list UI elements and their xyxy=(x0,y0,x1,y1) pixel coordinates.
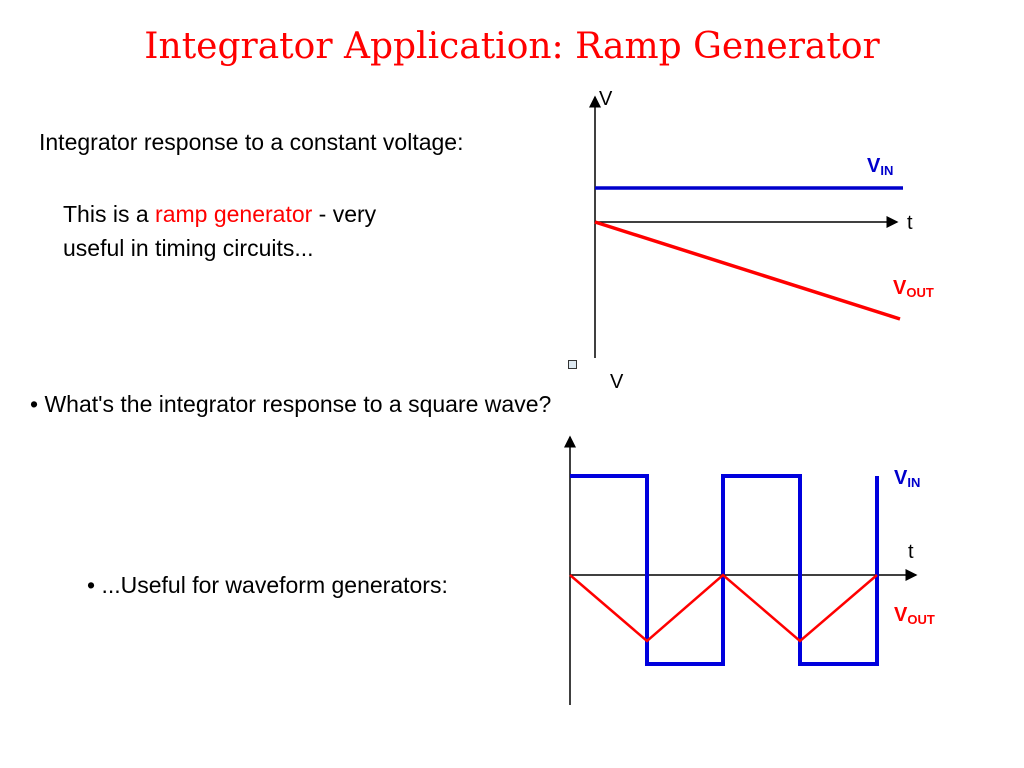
waveform-generators-bullet: • ...Useful for waveform generators: xyxy=(87,572,448,598)
graph2-vout-triangle-wave xyxy=(569,573,878,643)
constant-voltage-text: Integrator response to a constant voltag… xyxy=(39,129,464,155)
graph1-x-label: t xyxy=(907,212,913,234)
graph2-y-label: V xyxy=(610,371,624,393)
graph2-vin-square-wave xyxy=(570,474,879,666)
graph2-vout-label: VOUT xyxy=(894,604,935,627)
ramp-prefix: This is a xyxy=(63,201,156,227)
graph1-vin-label: VIN xyxy=(867,155,894,178)
ramp-highlight: ramp generator xyxy=(155,201,313,227)
slide-title: Integrator Application: Ramp Generator xyxy=(144,26,880,67)
ramp-generator-text: This is a ramp generator - very useful i… xyxy=(63,197,376,265)
graph1-y-label: V xyxy=(599,88,613,110)
ramp-line-2: useful in timing circuits... xyxy=(63,235,314,261)
graph2-vin-label: VIN xyxy=(894,467,921,490)
graph2-x-label: t xyxy=(908,541,914,563)
ramp-suffix: - very xyxy=(312,201,377,227)
square-wave-bullet: • What's the integrator response to a sq… xyxy=(30,391,552,417)
graph1-vout-label: VOUT xyxy=(893,277,934,300)
graph2 xyxy=(564,435,918,705)
graph1 xyxy=(589,95,903,358)
selection-handle[interactable] xyxy=(568,360,577,369)
graph1-vout-ramp xyxy=(594,220,901,321)
